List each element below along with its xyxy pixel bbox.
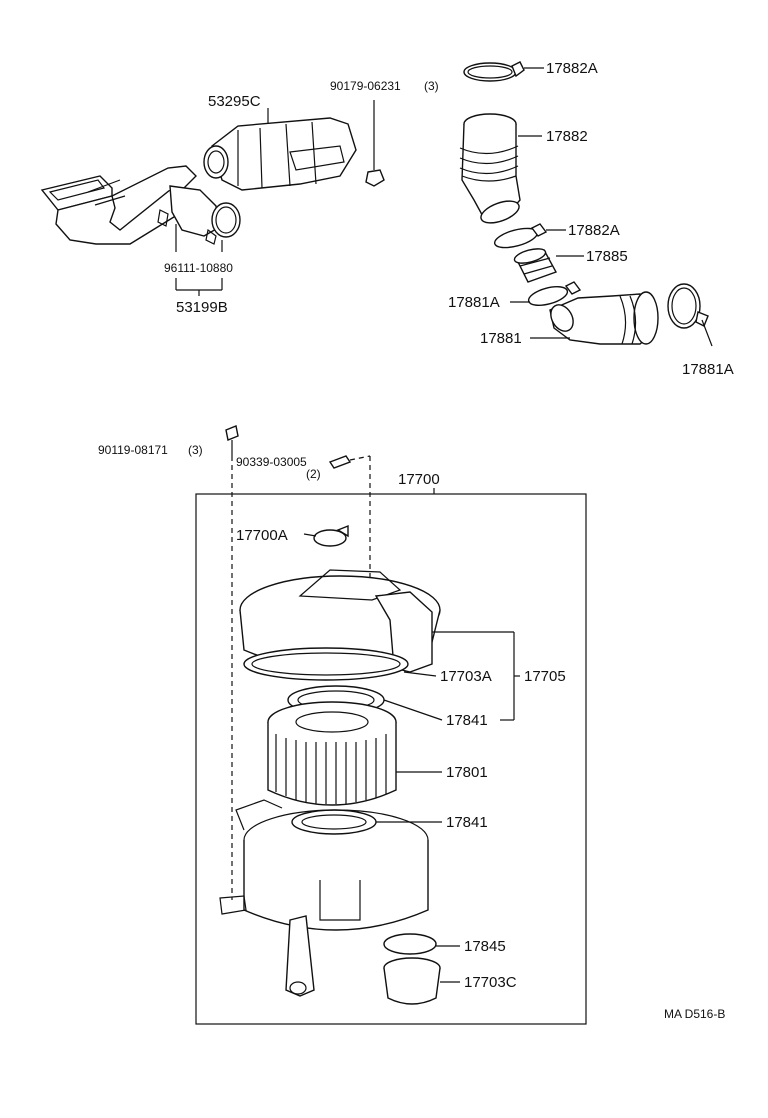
label-90119-qty: (3) xyxy=(188,443,203,457)
label-90339: 90339-03005 xyxy=(236,455,307,469)
label-17841-lower: 17841 xyxy=(446,814,488,831)
label-17881A-left: 17881A xyxy=(448,294,500,311)
label-17703C: 17703C xyxy=(464,974,517,991)
hose-assembly xyxy=(459,61,713,347)
label-17882: 17882 xyxy=(546,128,588,145)
label-17703A: 17703A xyxy=(440,668,492,685)
label-17882A-mid: 17882A xyxy=(568,222,620,239)
label-17885: 17885 xyxy=(586,248,628,265)
label-17705: 17705 xyxy=(524,668,566,685)
diagram-id: MA D516-B xyxy=(664,1007,725,1021)
label-17801: 17801 xyxy=(446,764,488,781)
label-17845: 17845 xyxy=(464,938,506,955)
label-17700: 17700 xyxy=(398,471,440,488)
air-cleaner-assembly xyxy=(195,425,587,1025)
intake-duct-assembly xyxy=(40,100,385,296)
label-17841-upper: 17841 xyxy=(446,712,488,729)
label-90179-qty: (3) xyxy=(424,79,439,93)
label-96111: 96111-10880 xyxy=(164,261,233,275)
label-17881A-right: 17881A xyxy=(682,361,734,378)
label-53199B: 53199B xyxy=(176,299,228,316)
label-90119: 90119-08171 xyxy=(98,443,168,457)
label-90339-qty: (2) xyxy=(306,467,321,481)
label-90179: 90179-06231 xyxy=(330,79,401,93)
label-53295C: 53295C xyxy=(208,93,261,110)
label-17881: 17881 xyxy=(480,330,522,347)
label-17700A: 17700A xyxy=(236,527,288,544)
label-17882A-top: 17882A xyxy=(546,60,598,77)
